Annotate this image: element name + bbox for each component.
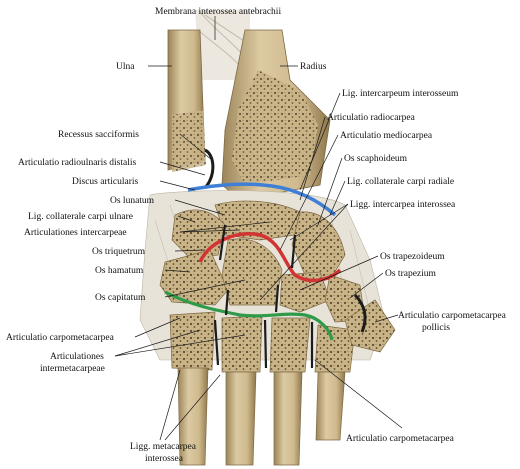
radius-bone <box>221 29 331 201</box>
label-articulatio-mediocarpea: Articulatio mediocarpea <box>340 131 433 141</box>
label-articulatio-carpometacarpea-pollicis-1: Articulatio carpometacarpea <box>398 311 507 321</box>
label-os-trapezoideum: Os trapezoideum <box>380 252 445 262</box>
leader-lines <box>114 16 403 441</box>
label-lig-intercarpea-interossea: Ligg. intercarpea interossea <box>350 200 456 210</box>
label-discus-articularis: Discus articularis <box>72 177 139 187</box>
label-membrana-interossea: Membrana interossea antebrachii <box>155 7 281 17</box>
label-ulna: Ulna <box>116 62 135 72</box>
label-articulatio-carpometacarpea-bottom: Articulatio carpometacarpea <box>346 434 455 444</box>
label-ligg-metacarpea-interossea-2: interossea <box>145 454 184 464</box>
intercarpal-joint-lines <box>213 224 314 369</box>
metacarpal-bases <box>169 299 396 373</box>
label-os-lunatum: Os lunatum <box>110 196 155 206</box>
label-recessus-sacciformis: Recessus sacciformis <box>58 129 139 140</box>
label-os-triquetrum: Os triquetrum <box>92 247 146 257</box>
label-articulationes-intermetacarpeae-2: intermetacarpeae <box>40 364 105 374</box>
label-articulatio-radioulnaris-distalis: Articulatio radioulnaris distalis <box>18 158 137 168</box>
carpometacarpal-joint-line <box>164 290 334 341</box>
ulna-bone <box>167 29 206 172</box>
label-lig-intercarpeum-interosseum: Lig. intercarpeum interosseum <box>342 89 459 99</box>
radioulnar-joint-line <box>203 148 215 189</box>
thumb-cmc-joint-line <box>353 293 367 333</box>
label-radius: Radius <box>300 62 327 72</box>
label-articulatio-carpometacarpea-pollicis-2: pollicis <box>422 323 450 333</box>
label-articulationes-intercarpeae: Articulationes intercarpeae <box>24 228 127 238</box>
label-os-capitatum: Os capitatum <box>95 293 146 303</box>
label-ligg-metacarpea-interossea-1: Ligg. metacarpea <box>130 442 197 452</box>
label-articulationes-intermetacarpeae-1: Articulationes <box>50 352 104 362</box>
distal-carpal-row <box>159 238 366 323</box>
label-os-trapezium: Os trapezium <box>385 269 437 279</box>
label-os-hamatum: Os hamatum <box>95 266 144 276</box>
label-lig-collaterale-carpi-ulnare: Lig. collaterale carpi ulnare <box>28 212 133 222</box>
label-lig-collaterale-carpi-radiale: Lig. collaterale carpi radiale <box>347 177 454 187</box>
radiocarpal-joint-line <box>187 182 337 217</box>
label-articulatio-carpometacarpea-left: Articulatio carpometacarpea <box>6 333 115 343</box>
label-os-scaphoideum: Os scaphoideum <box>344 154 408 164</box>
label-articulatio-radiocarpea: Articulatio radiocarpea <box>327 113 416 123</box>
metacarpal-shafts <box>177 367 346 466</box>
